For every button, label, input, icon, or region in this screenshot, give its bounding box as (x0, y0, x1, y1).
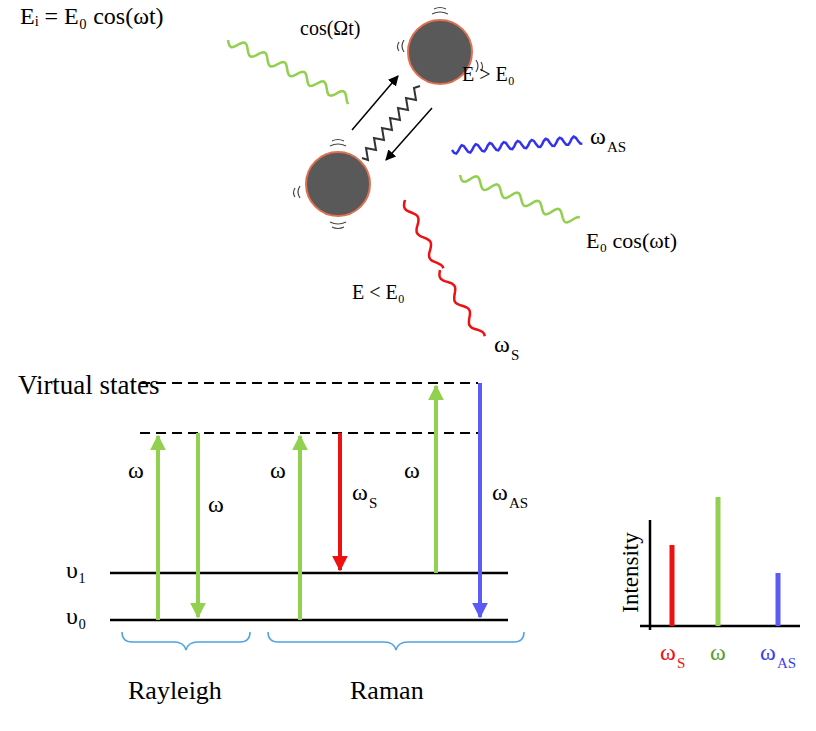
light-wave (452, 137, 582, 154)
subscript: AS (607, 140, 626, 155)
level-label: υ₀ (66, 604, 86, 628)
subscript: S (677, 656, 685, 671)
light-wave (439, 270, 484, 336)
axis-label: Intensity (619, 532, 642, 613)
oscillation-label: cos(Ωt) (300, 18, 360, 38)
light-wave (228, 40, 348, 104)
symbol: ω (494, 332, 510, 356)
spectrum-chart (640, 497, 800, 630)
transition-arrows (158, 383, 480, 620)
vibration-marks (294, 8, 483, 229)
axis-tick: ω (710, 640, 726, 664)
brace (122, 632, 524, 650)
subscript: AS (509, 496, 528, 511)
transition-label: ω (352, 480, 368, 504)
equation: E₀ cos(ωt) (586, 230, 677, 252)
transition-label: ω (128, 458, 144, 482)
symbol: ω (590, 124, 606, 148)
heading: Virtual states (18, 372, 160, 399)
group-label: Raman (350, 678, 424, 704)
energy-label: E > E₀ (462, 64, 515, 84)
subscript: AS (777, 656, 796, 671)
light-wave (404, 200, 443, 268)
transition-label: ω (208, 492, 224, 516)
energy-levels (110, 383, 508, 620)
transition-label: ω (270, 458, 286, 482)
equation: Eᵢ = E₀ cos(ωt) (20, 4, 164, 28)
energy-label: E < E₀ (352, 282, 405, 302)
motion-arrow (386, 108, 432, 160)
subscript: S (511, 348, 519, 363)
spring (362, 86, 420, 160)
transition-label: ω (492, 480, 508, 504)
axis-tick: ω (760, 640, 776, 664)
atom (306, 152, 370, 216)
light-waves (228, 40, 582, 336)
subscript: S (369, 496, 377, 511)
axis-tick: ω (660, 640, 676, 664)
transition-label: ω (404, 458, 420, 482)
motion-arrow (352, 76, 398, 130)
level-label: υ₁ (66, 558, 86, 582)
light-wave (460, 175, 580, 223)
group-label: Rayleigh (128, 678, 222, 704)
